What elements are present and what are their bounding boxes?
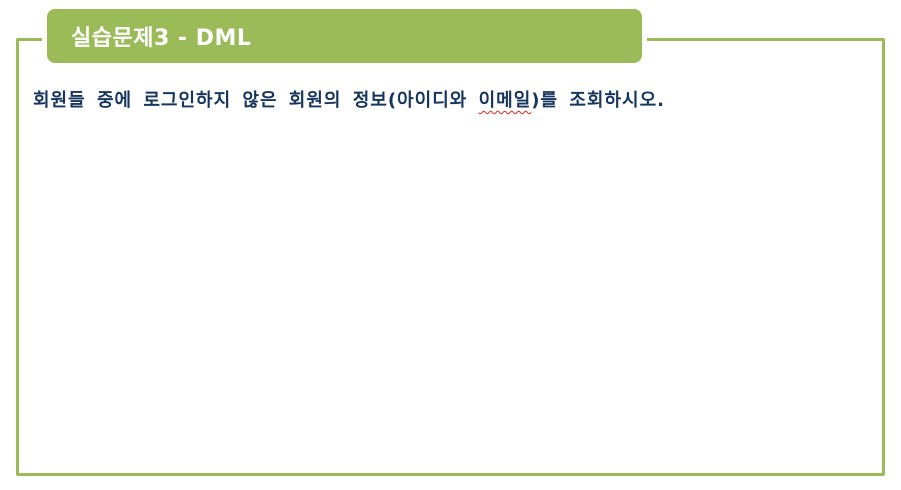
question-text-start: 회원들 중에 로그인하지 않은 회원의 정보(아이디와 [33, 90, 479, 111]
content-frame [16, 38, 885, 476]
question-text: 회원들 중에 로그인하지 않은 회원의 정보(아이디와 이메일)를 조회하시오. [33, 86, 665, 112]
title-banner: 실습문제3 - DML [47, 9, 642, 63]
question-text-end: )를 조회하시오. [531, 90, 665, 111]
spellcheck-flagged-word: 이메일 [478, 90, 532, 111]
slide-title: 실습문제3 - DML [71, 26, 252, 51]
